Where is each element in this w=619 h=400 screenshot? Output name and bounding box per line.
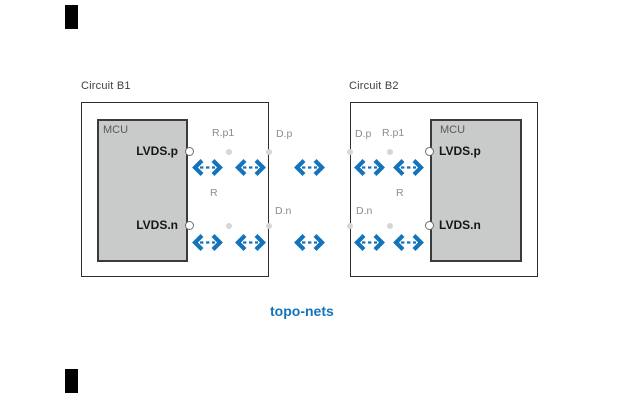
topo-net-arrow-icon: [192, 159, 223, 176]
cropped-fragment-top-left: [65, 5, 78, 29]
net-dot-rp1-bottom-b1: [226, 222, 232, 229]
net-label-r-b1: R: [210, 187, 218, 199]
topo-net-arrow-icon: [235, 234, 266, 251]
pin-label-lvds-p-b2: LVDS.p: [439, 144, 481, 158]
topo-net-arrow-icon: [393, 234, 424, 251]
topo-net-arrow-icon: [393, 159, 424, 176]
topo-net-arrow-icon: [192, 234, 223, 251]
pin-dot-lvds-p-b1: [185, 147, 194, 156]
net-dot-dp-b1: [266, 148, 272, 155]
net-dot-dn-b2: [347, 222, 353, 229]
pin-dot-lvds-n-b2: [425, 221, 434, 230]
net-label-dn-b1: D.n: [275, 205, 292, 217]
circuit-b1-box: [81, 102, 269, 277]
net-dot-rp1-top-b2: [387, 148, 393, 155]
topo-net-arrow-icon: [354, 234, 385, 251]
cropped-fragment-bottom-left: [65, 369, 78, 393]
topo-nets-caption: topo-nets: [270, 303, 334, 319]
circuit-b1-title: Circuit B1: [81, 80, 131, 92]
net-label-rp1-b2: R.p1: [382, 127, 405, 139]
mcu-block-b2: [430, 119, 522, 262]
pin-label-lvds-p-b1: LVDS.p: [136, 144, 178, 158]
net-label-dp-b2: D.p: [355, 128, 372, 140]
pin-dot-lvds-n-b1: [185, 221, 194, 230]
pin-label-lvds-n-b2: LVDS.n: [439, 218, 481, 232]
net-dot-dn-b1: [266, 222, 272, 229]
circuit-b2-box: [350, 102, 538, 277]
mcu-block-b1: [97, 119, 188, 262]
mcu-label-b1: MCU: [103, 124, 129, 136]
topo-net-arrow-icon: [235, 159, 266, 176]
pin-label-lvds-n-b1: LVDS.n: [136, 218, 178, 232]
net-label-dp-b1: D.p: [276, 128, 293, 140]
net-dot-dp-b2: [347, 148, 353, 155]
circuit-b2-title: Circuit B2: [349, 80, 399, 92]
net-label-rp1-b1: R.p1: [212, 127, 235, 139]
net-dot-rp1-top-b1: [226, 148, 232, 155]
net-label-dn-b2: D.n: [356, 205, 373, 217]
pin-dot-lvds-p-b2: [425, 147, 434, 156]
net-label-r-b2: R: [396, 187, 404, 199]
topo-net-arrow-icon: [294, 159, 325, 176]
topo-net-arrow-icon: [354, 159, 385, 176]
topo-net-arrow-icon: [294, 234, 325, 251]
mcu-label-b2: MCU: [440, 124, 466, 136]
net-dot-rp1-bottom-b2: [387, 222, 393, 229]
